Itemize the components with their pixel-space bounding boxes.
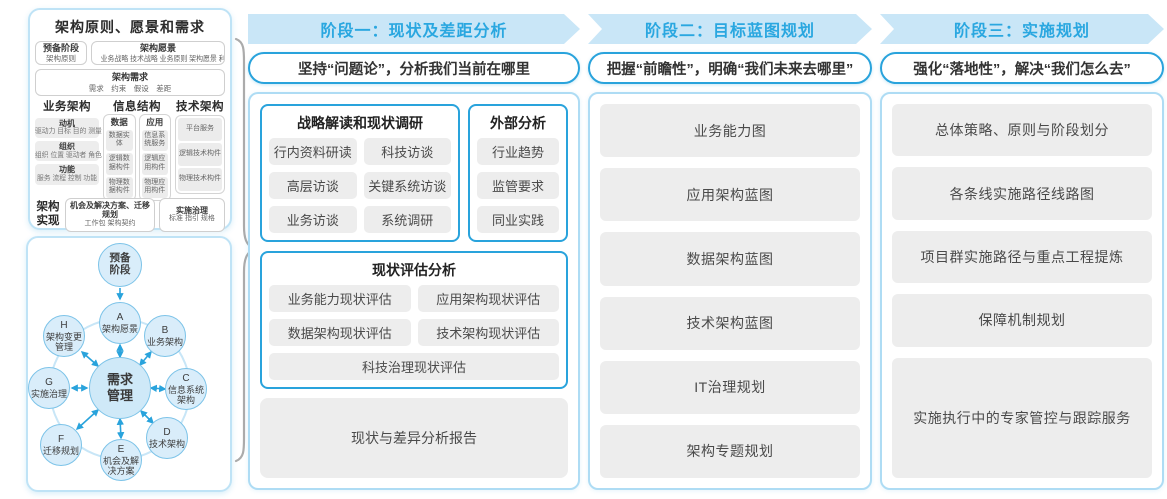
technology-item: 平台服务	[178, 117, 222, 141]
motivation-box: 动机 驱动力 目标 目的 测量	[35, 117, 102, 138]
phase3-item: 实施执行中的专家管控与跟踪服务	[892, 357, 1152, 478]
prep-phase-desc: 架构原则	[46, 54, 76, 64]
assessment-item: 业务能力现状评估	[269, 285, 411, 312]
technology-item: 物理技术构件	[178, 167, 222, 191]
application-item: 信息系统服务	[141, 129, 168, 152]
assessment-item: 数据架构现状评估	[269, 319, 411, 346]
data-item: 逻辑数据构件	[106, 153, 133, 175]
phase3-item: 保障机制规划	[892, 294, 1152, 347]
prep-vision-row: 预备阶段 架构原则 架构愿景 业务战略 技术战略 业务原则 架构愿景 利益相关者	[35, 41, 225, 66]
architecture-principles-panel: 架构原则、愿景和需求 预备阶段 架构原则 架构愿景 业务战略 技术战略 业务原则…	[28, 8, 232, 232]
phase2-item: 技术架构蓝图	[600, 296, 860, 350]
strategy-survey-box: 战略解读和现状调研 行内资料研读 科技访谈 高层访谈 关键系统访谈 业务访谈 系…	[260, 104, 460, 242]
technology-column: 平台服务 逻辑技术构件 物理技术构件	[175, 114, 225, 194]
assessment-item: 应用架构现状评估	[417, 285, 559, 312]
phase2-item: 架构专题规划	[600, 424, 860, 479]
phase2-panel: 业务能力图 应用架构蓝图 数据架构蓝图 技术架构蓝图 IT治理规划 架构专题规划	[588, 92, 872, 490]
phase1-subtitle: 坚持“问题论”，分析我们当前在哪里	[248, 52, 580, 84]
strategy-survey-title: 战略解读和现状调研	[297, 115, 423, 131]
phase3-subtitle: 强化“落地性”，解决“我们怎么去”	[880, 52, 1164, 84]
adm-requirements-management-circle: 需求管理	[89, 357, 151, 419]
implementation-governance-box: 实施治理 标准 指引 规格	[159, 197, 225, 232]
assessment-box: 现状评估分析 业务能力现状评估 应用架构现状评估 数据架构现状评估 技术架构现状…	[260, 251, 568, 389]
survey-item: 业务访谈	[269, 206, 357, 233]
architecture-sections: 业务架构 动机 驱动力 目标 目的 测量 组织 组织 位置 驱动者 角色 功能 …	[35, 100, 225, 202]
adm-prep-circle: 预备阶段	[98, 243, 142, 287]
phase3-header: 阶段三：实施规划	[880, 14, 1164, 44]
data-item: 物理数据构件	[106, 176, 133, 199]
function-box: 功能 服务 流程 控制 功能	[35, 164, 99, 185]
prep-phase-box: 预备阶段 架构原则	[35, 41, 87, 66]
phase3-column: 阶段三：实施规划 强化“落地性”，解决“我们怎么去” 总体策略、原则与阶段划分 …	[880, 14, 1164, 490]
external-item: 监管要求	[477, 172, 559, 199]
assessment-item: 科技治理现状评估	[269, 353, 559, 380]
external-item: 行业趋势	[477, 138, 559, 165]
architecture-realization-row: 架构实现 机会及解决方案、迁移规划 工作包 架构契约 实施治理 标准 指引 规格	[35, 197, 225, 232]
application-item: 逻辑应用构件	[141, 153, 168, 175]
assessment-title: 现状评估分析	[372, 262, 456, 278]
phase1-panel: 战略解读和现状调研 行内资料研读 科技访谈 高层访谈 关键系统访谈 业务访谈 系…	[248, 92, 580, 490]
survey-item: 行内资料研读	[269, 138, 357, 165]
architecture-vision-title: 架构愿景	[139, 43, 176, 53]
phase3-panel: 总体策略、原则与阶段划分 各条线实施路径线路图 项目群实施路径与重点工程提炼 保…	[880, 92, 1164, 490]
technology-item: 逻辑技术构件	[178, 142, 222, 166]
phase3-item: 项目群实施路径与重点工程提炼	[892, 230, 1152, 284]
survey-item: 关键系统访谈	[363, 172, 451, 199]
prep-phase-title: 预备阶段	[42, 43, 79, 53]
phases-grid: 阶段一：现状及差距分析 坚持“问题论”，分析我们当前在哪里 战略解读和现状调研 …	[248, 14, 1164, 490]
architecture-vision-desc: 业务战略 技术战略 业务原则 架构愿景 利益相关者	[100, 54, 225, 64]
phase2-header: 阶段二：目标蓝图规划	[588, 14, 872, 44]
external-item: 同业实践	[477, 206, 559, 233]
architecture-vision-box: 架构愿景 业务战略 技术战略 业务原则 架构愿景 利益相关者	[91, 41, 225, 66]
phase2-item: 业务能力图	[600, 104, 860, 158]
architecture-requirements-title: 架构需求	[111, 72, 148, 83]
phase3-item: 各条线实施路径线路图	[892, 167, 1152, 220]
business-architecture-title: 业务架构	[43, 100, 91, 113]
technology-architecture-title: 技术架构	[176, 100, 224, 113]
phase2-item: 应用架构蓝图	[600, 168, 860, 222]
principles-panel-title: 架构原则、愿景和需求	[55, 19, 205, 35]
opportunities-migration-box: 机会及解决方案、迁移规划 工作包 架构契约	[65, 197, 155, 232]
application-item: 物理应用构件	[141, 176, 168, 199]
survey-item: 高层访谈	[269, 172, 357, 199]
information-structure-section: 信息结构 数据 数据实体 逻辑数据构件 物理数据构件 应用 信息系统服务 逻辑应…	[103, 100, 171, 202]
survey-item: 科技访谈	[363, 138, 451, 165]
application-column: 应用 信息系统服务 逻辑应用构件 物理应用构件	[138, 113, 171, 202]
technology-architecture-section: 技术架构 平台服务 逻辑技术构件 物理技术构件	[175, 100, 225, 194]
organization-box: 组织 组织 位置 驱动者 角色	[35, 140, 102, 162]
phase2-item: 数据架构蓝图	[600, 232, 860, 286]
assessment-item: 技术架构现状评估	[417, 319, 559, 346]
gap-analysis-report-box: 现状与差异分析报告	[260, 398, 568, 478]
survey-item: 系统调研	[363, 206, 451, 233]
phase2-subtitle: 把握“前瞻性”，明确“我们未来去哪里”	[588, 52, 872, 84]
architecture-realization-label: 架构实现	[36, 200, 60, 227]
phase2-item: IT治理规划	[600, 360, 860, 414]
phase2-column: 阶段二：目标蓝图规划 把握“前瞻性”，明确“我们未来去哪里” 业务能力图 应用架…	[588, 14, 872, 490]
data-item: 数据实体	[106, 129, 133, 152]
architecture-requirements-box: 架构需求 需求 约束 假设 差距	[35, 69, 225, 96]
architecture-requirements-desc: 需求 约束 假设 差距	[88, 83, 172, 93]
information-structure-title: 信息结构	[113, 100, 161, 113]
external-analysis-box: 外部分析 行业趋势 监管要求 同业实践	[468, 104, 568, 242]
phase1-column: 阶段一：现状及差距分析 坚持“问题论”，分析我们当前在哪里 战略解读和现状调研 …	[248, 14, 580, 490]
business-architecture-section: 业务架构 动机 驱动力 目标 目的 测量 组织 组织 位置 驱动者 角色 功能 …	[35, 100, 102, 194]
data-column: 数据 数据实体 逻辑数据构件 物理数据构件	[103, 113, 136, 202]
phase1-header: 阶段一：现状及差距分析	[248, 14, 580, 44]
external-analysis-title: 外部分析	[490, 115, 546, 131]
phase3-item: 总体策略、原则与阶段划分	[892, 104, 1152, 157]
